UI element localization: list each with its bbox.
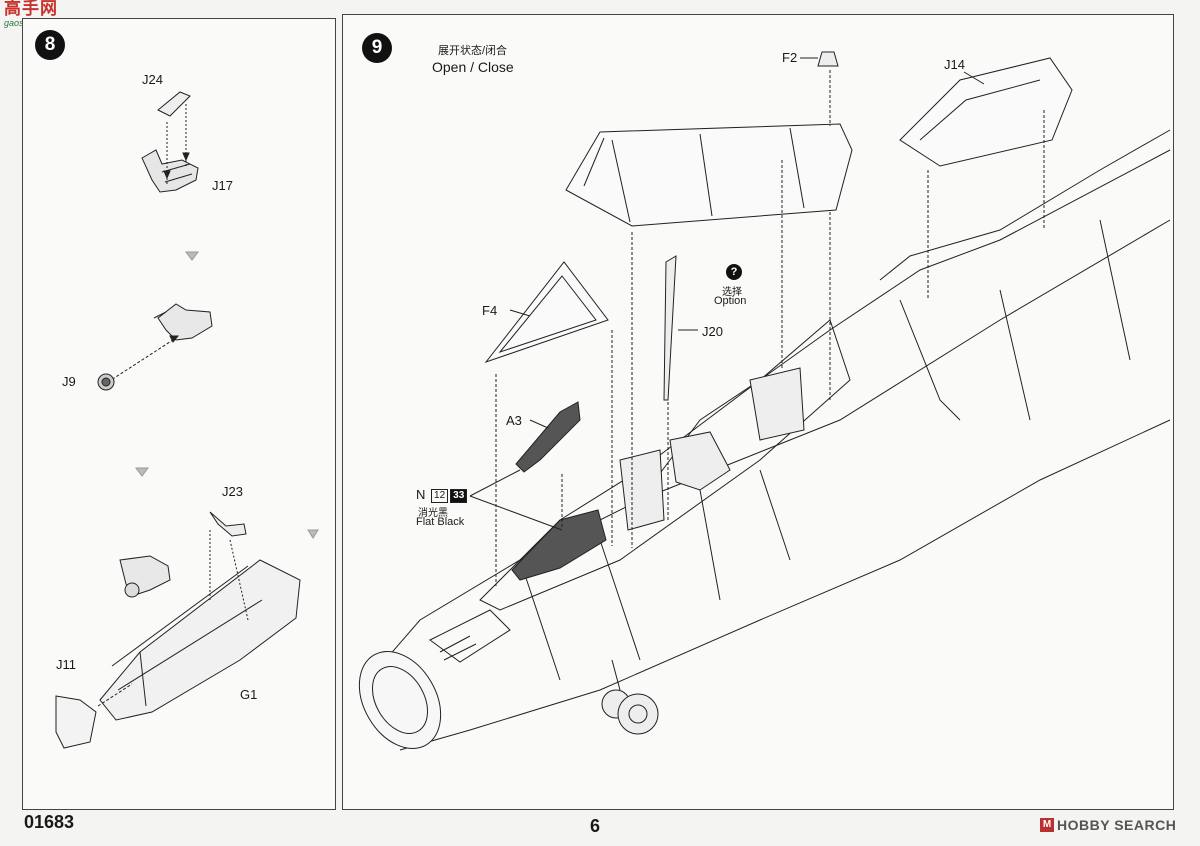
part-label-j11: J11 xyxy=(56,657,76,672)
part-label-j9: J9 xyxy=(62,374,76,389)
part-label-j23: J23 xyxy=(222,484,243,499)
step-8-panel xyxy=(22,18,336,810)
step-8-number: 8 xyxy=(35,30,65,60)
step-9-title-cn: 展开状态/闭合 xyxy=(438,45,508,57)
part-label-j20: J20 xyxy=(702,324,723,339)
part-label-j24: J24 xyxy=(142,72,163,87)
part-label-j17: J17 xyxy=(212,178,233,193)
part-label-f2: F2 xyxy=(782,50,798,65)
hobby-search-logo-icon: M xyxy=(1040,818,1054,832)
paint-name-en: Flat Black xyxy=(416,516,465,528)
step-9-number: 9 xyxy=(362,33,392,63)
paint-code-2: 33 xyxy=(450,488,468,503)
part-label-j14: J14 xyxy=(944,57,965,72)
part-label-f4: F4 xyxy=(482,303,498,318)
page-number: 6 xyxy=(590,816,601,836)
product-code: 01683 xyxy=(24,812,75,832)
part-label-g1: G1 xyxy=(240,687,258,702)
option-marker: ? xyxy=(726,264,742,280)
site-watermark-cn: 高手网 xyxy=(4,0,58,18)
option-label-en: Option xyxy=(714,295,747,307)
part-label-a3: A3 xyxy=(506,413,522,428)
hobby-search-text: HOBBY SEARCH xyxy=(1057,817,1177,833)
step-9-panel xyxy=(342,14,1174,810)
paint-code-letter: N xyxy=(416,487,426,502)
hobby-search-watermark: M HOBBY SEARCH xyxy=(1040,817,1176,833)
paint-code-1: 12 xyxy=(431,488,449,503)
step-9-title-en: Open / Close xyxy=(432,59,514,75)
option-label-cn: 选择 xyxy=(722,287,742,298)
paint-name-cn: 消光黑 xyxy=(418,508,448,519)
